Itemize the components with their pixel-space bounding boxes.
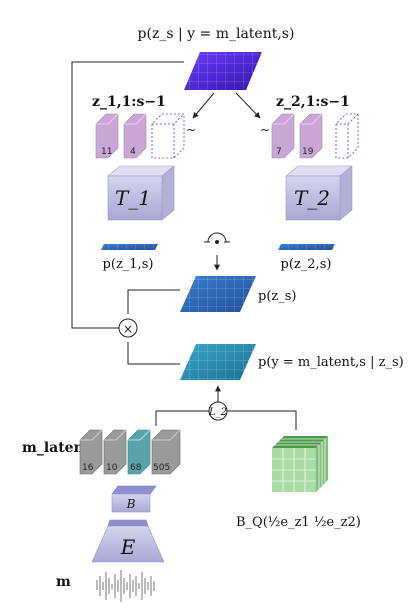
latent-token-2 <box>103 429 127 475</box>
waveform-icon <box>96 570 155 602</box>
tilde-right: ~ <box>260 123 270 137</box>
tilde-left: ~ <box>186 123 196 137</box>
feedback-loop-line <box>71 61 184 329</box>
b-label: B <box>126 497 136 511</box>
z1-token-1 <box>95 113 119 159</box>
multiply-symbol: × <box>123 322 133 336</box>
bq-label: B_Q(½e_z1 ½e_z2) <box>236 515 361 530</box>
z2-seq-label: z_2,1:s−1 <box>276 94 350 110</box>
prior-grid <box>180 276 256 312</box>
z2-token-2-label: 19 <box>302 147 314 157</box>
e-encoder <box>91 519 165 563</box>
b-block <box>111 485 157 513</box>
likelihood-grid <box>180 344 256 380</box>
multiply-node <box>118 318 138 338</box>
t1-label: T_1 <box>115 186 151 210</box>
line-likelihood-to-times <box>127 342 180 365</box>
prior-label: p(z_s) <box>258 289 297 304</box>
line-prior-to-times <box>127 289 180 314</box>
latent-token-3 <box>127 429 151 475</box>
z2-token-placeholder <box>335 113 359 159</box>
pz1-label: p(z_1,s) <box>103 257 154 272</box>
posterior-grid <box>184 52 262 90</box>
l2-branch-lines <box>155 410 297 430</box>
codebook-cube <box>272 436 328 492</box>
m-latent-label: m_latent <box>22 440 91 456</box>
z1-token-placeholder <box>151 113 185 159</box>
z1-token-2 <box>123 113 147 159</box>
latent-token-4 <box>151 429 181 475</box>
pz2-bar <box>278 244 335 250</box>
z1-token-2-label: 4 <box>130 147 136 157</box>
latent-token-1 <box>79 429 103 475</box>
l2-label: L_2 <box>208 407 227 418</box>
e-label: E <box>120 535 136 559</box>
outer-product-icon <box>204 232 230 244</box>
z1-seq-label: z_1,1:s−1 <box>92 94 166 110</box>
m-label: m <box>56 574 71 590</box>
z1-token-1-label: 11 <box>101 147 112 157</box>
latent-token-2-label: 10 <box>106 463 118 473</box>
z2-token-1-label: 7 <box>276 147 282 157</box>
t2-label: T_2 <box>294 186 330 210</box>
t1-block <box>107 165 175 221</box>
latent-token-3-label: 68 <box>130 463 142 473</box>
z2-token-1 <box>271 113 295 159</box>
posterior-label: p(z_s | y = m_latent,s) <box>138 26 295 42</box>
latent-token-4-label: 505 <box>153 463 170 473</box>
pz2-label: p(z_2,s) <box>281 257 332 272</box>
latent-token-1-label: 16 <box>82 463 94 473</box>
z2-token-2 <box>299 113 323 159</box>
pz1-bar <box>101 244 158 250</box>
likelihood-label: p(y = m_latent,s | z_s) <box>258 355 404 370</box>
t2-block <box>285 165 353 221</box>
arrow-posterior-left <box>192 92 215 119</box>
arrow-posterior-right <box>235 92 261 119</box>
